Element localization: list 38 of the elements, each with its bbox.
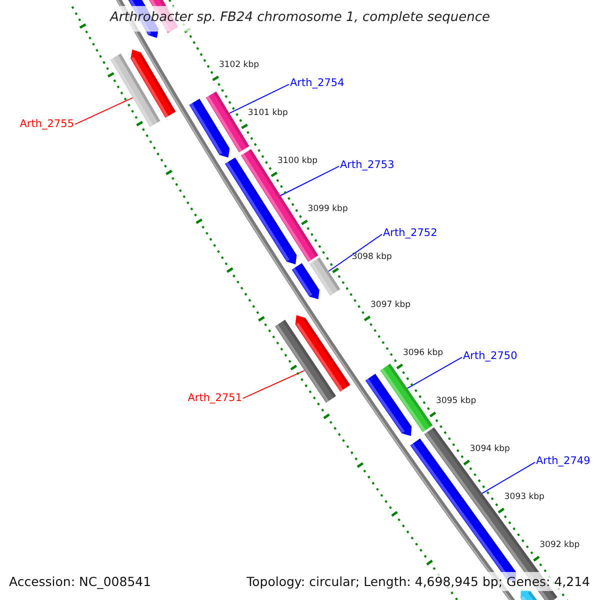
gene-label: Arth_2753	[340, 159, 394, 172]
scale-label: 3092 kbp	[540, 540, 580, 550]
leader-line	[328, 234, 382, 272]
leader-line	[242, 370, 305, 399]
scale-label: 3102 kbp	[218, 60, 260, 70]
gene-label: Arth_2751	[188, 392, 242, 405]
leader-line	[406, 356, 462, 389]
gene-label: Arth_2754	[290, 77, 344, 90]
scale-label: 3097 kbp	[370, 300, 411, 310]
gene-bar	[380, 364, 433, 432]
gene-bar	[189, 98, 230, 158]
gene-bar	[224, 158, 297, 264]
scale-label: 3101 kbp	[248, 108, 288, 118]
genome-info-text: Topology: circular; Length: 4,698,945 bp; Genes: 4,214	[246, 573, 591, 591]
gene-bar	[365, 374, 412, 436]
gene-bar	[309, 257, 340, 296]
gene-label: Arth_2749	[536, 455, 590, 468]
gene-bar	[275, 320, 336, 403]
scale-label: 3096 kbp	[402, 348, 443, 358]
accession-text: Accession: NC_008541	[8, 573, 152, 591]
map-title: Arthrobacter sp. FB24 chromosome 1, complete sequence	[108, 9, 492, 27]
gene-bar	[292, 263, 320, 300]
scale-label: 3093 kbp	[504, 492, 544, 502]
gene-bar	[110, 54, 160, 127]
gene-bar	[295, 315, 350, 392]
scale-label: 3098 kbp	[352, 252, 392, 262]
gene-label: Arth_2752	[383, 227, 438, 240]
leader-line	[280, 166, 340, 196]
scale-label: 3095 kbp	[436, 396, 476, 406]
gene-bar	[206, 92, 250, 152]
leader-line	[228, 84, 290, 114]
gene-bar	[130, 50, 176, 118]
scale-label: 3094 kbp	[470, 444, 510, 454]
scale-label: 3099 kbp	[308, 204, 348, 214]
gene-label: Arth_2755	[20, 118, 74, 131]
scale-label: 3100 kbp	[277, 156, 318, 166]
gene-bar	[520, 588, 538, 600]
gene-label: Arth_2750	[463, 350, 518, 363]
